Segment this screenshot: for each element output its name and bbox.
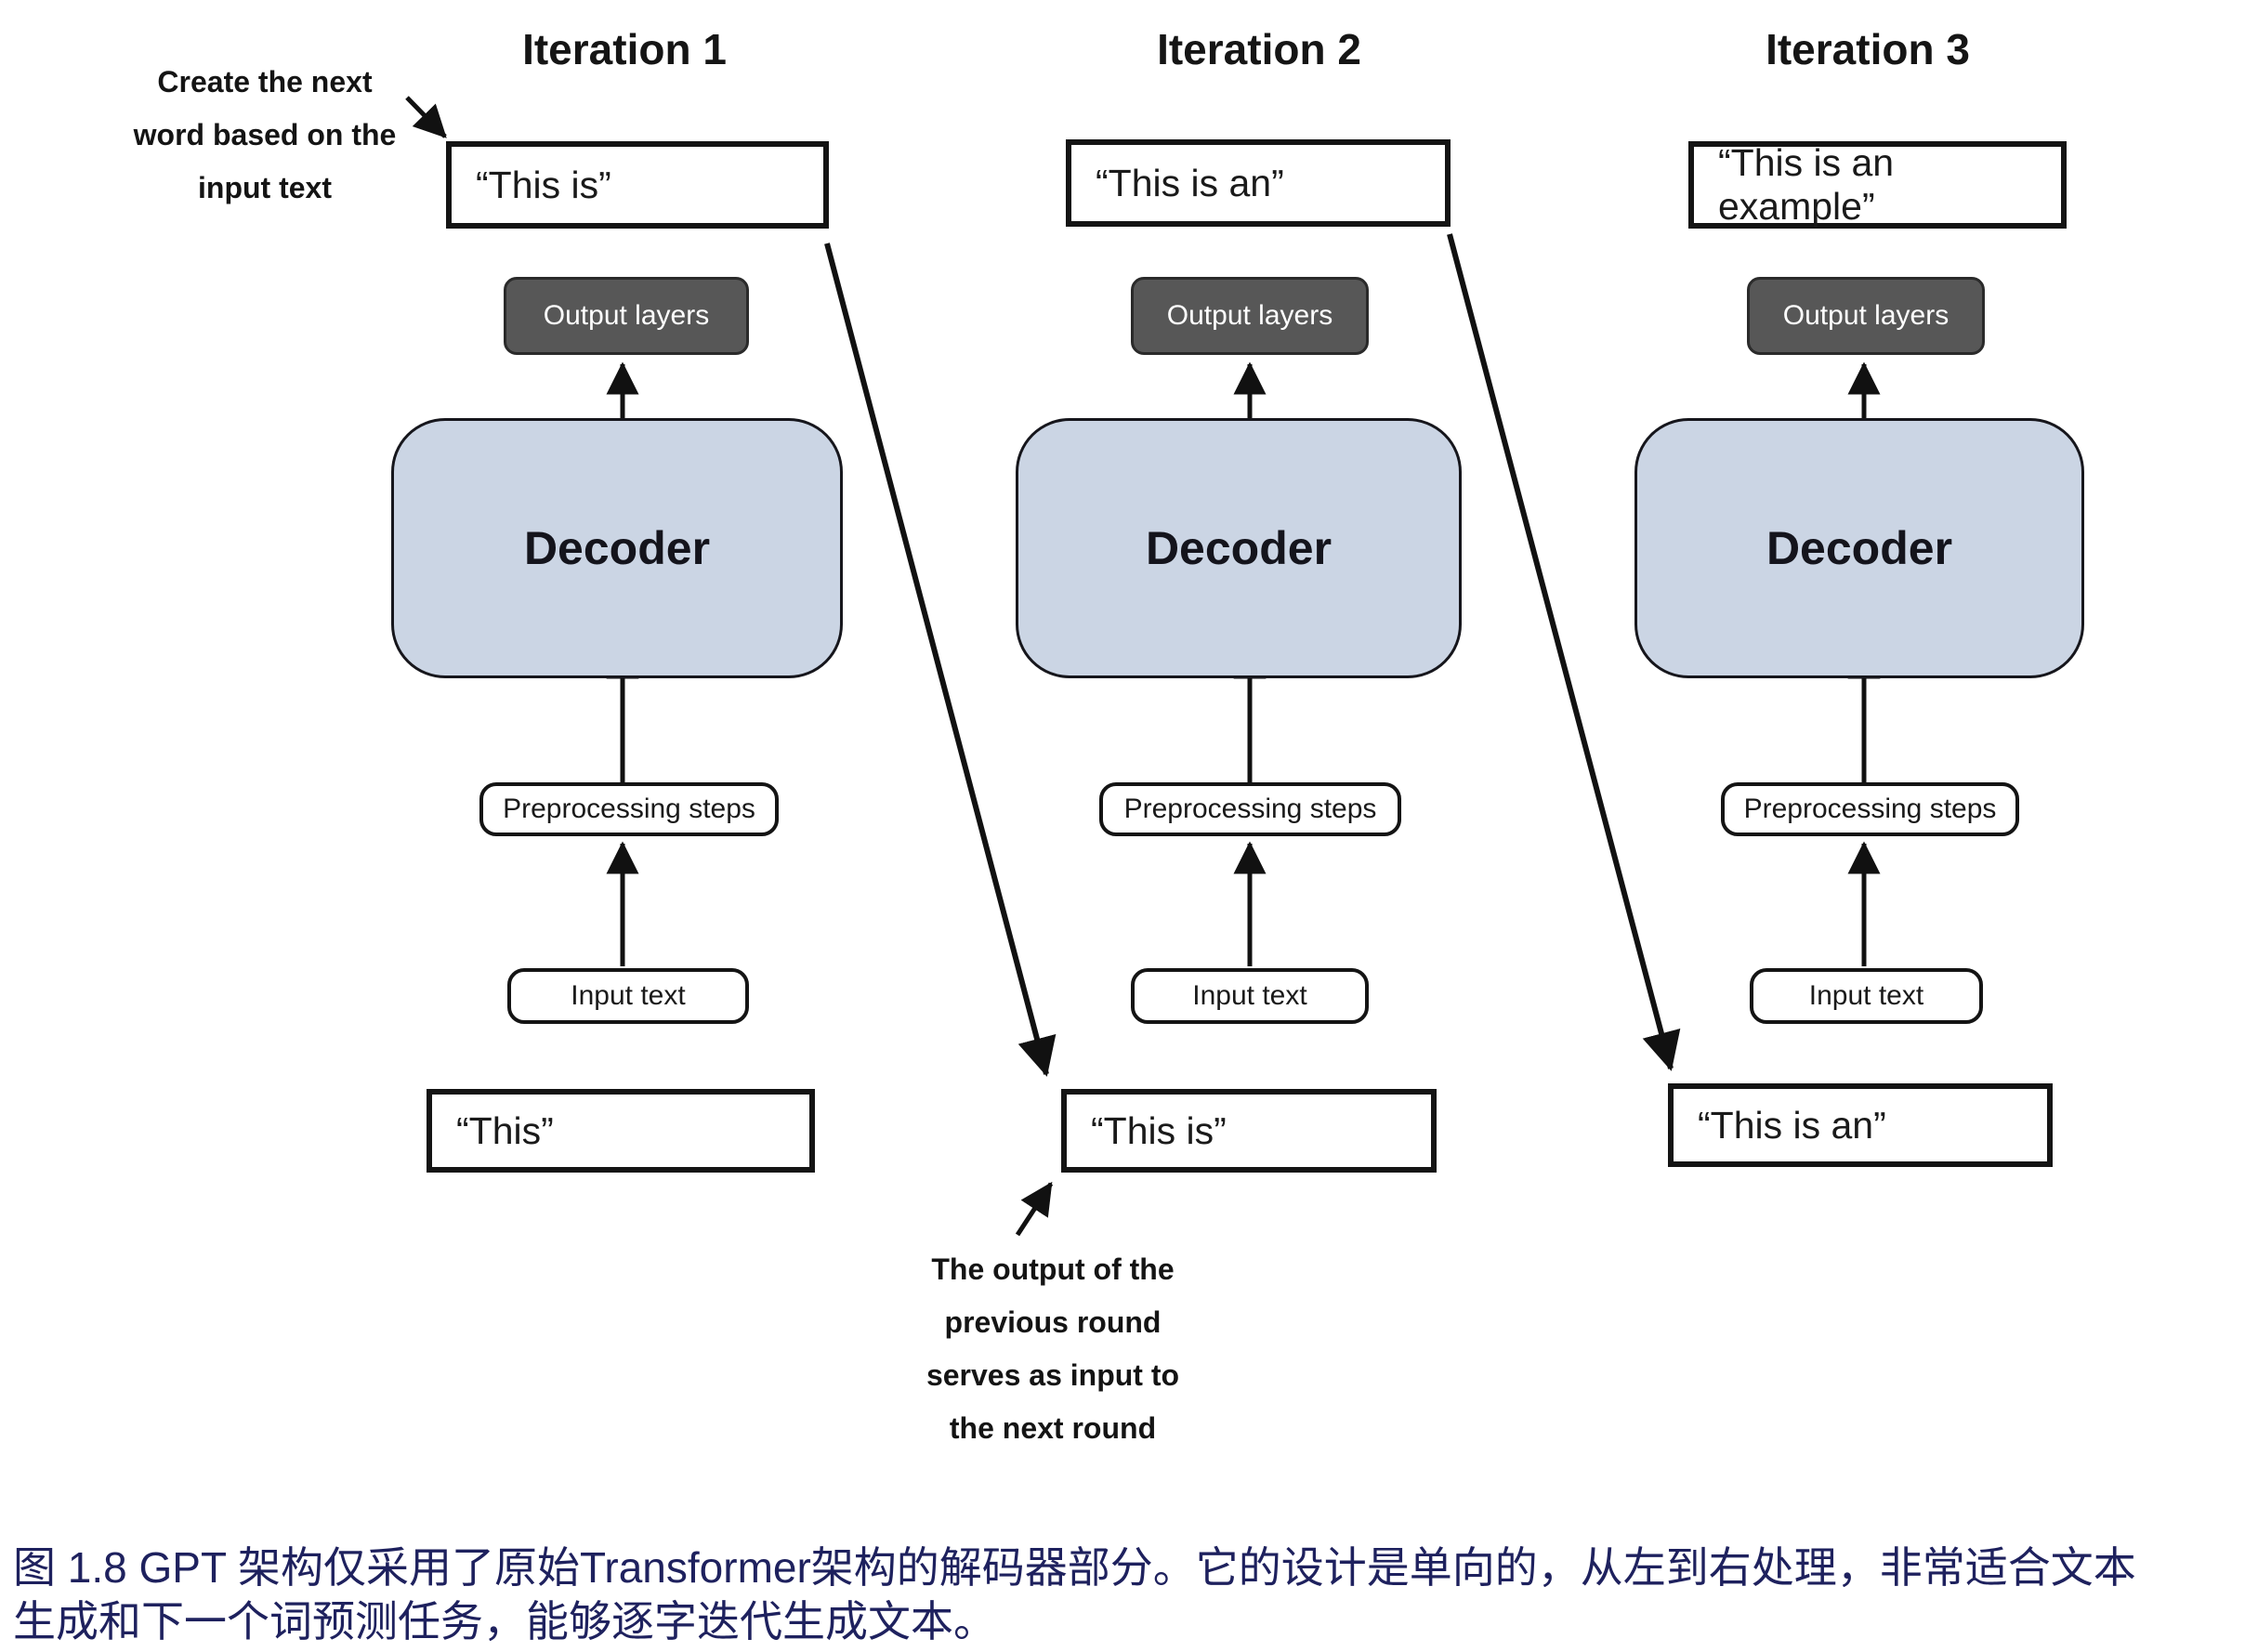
annotation-line: previous round: [944, 1305, 1162, 1339]
decoder-box: Decoder: [1016, 418, 1462, 678]
output-layers-box: Output layers: [1131, 277, 1369, 355]
annotation-line: word based on the: [133, 118, 397, 151]
arrow-output1-to-input2: [824, 243, 1057, 1077]
annotation-create-next: Create the next word based on the input …: [79, 56, 451, 215]
annotation-line: input text: [198, 171, 332, 204]
generated-text: “This is an example”: [1718, 141, 1895, 228]
input-label-box: Input text: [507, 968, 749, 1024]
input-text-box: “This”: [427, 1089, 815, 1173]
generated-text-box: “This is”: [446, 141, 829, 229]
generated-text-box: “This is an”: [1066, 139, 1451, 227]
iteration-title: Iteration 1: [522, 25, 727, 73]
generated-text: “This is an”: [1096, 161, 1284, 204]
annotation-line: Create the next: [157, 65, 373, 98]
figure-caption: 图 1.8 GPT 架构仅采用了原始Transformer架构的解码器部分。它的…: [13, 1541, 2245, 1648]
annotation-line: serves as input to: [926, 1358, 1180, 1392]
annotation-feedback: The output of the previous round serves …: [862, 1243, 1243, 1455]
output-layers-box: Output layers: [504, 277, 749, 355]
arrow-output2-to-input3: [1447, 233, 1681, 1071]
output-layers-box: Output layers: [1747, 277, 1985, 355]
input-text: “This is”: [1091, 1108, 1227, 1152]
preprocessing-box: Preprocessing steps: [1099, 782, 1401, 836]
iteration-title: Iteration 2: [1157, 25, 1361, 73]
input-label-box: Input text: [1131, 968, 1369, 1024]
caption-line-2: 生成和下一个词预测任务，能够逐字迭代生成文本。: [13, 1597, 996, 1645]
input-text-box: “This is an”: [1668, 1083, 2053, 1167]
input-label-box: Input text: [1750, 968, 1983, 1024]
caption-line-1: 图 1.8 GPT 架构仅采用了原始Transformer架构的解码器部分。它的…: [13, 1543, 2136, 1592]
input-text-box: “This is”: [1061, 1089, 1437, 1173]
iteration-title: Iteration 3: [1766, 25, 1970, 73]
input-text: “This”: [456, 1108, 554, 1152]
decoder-box: Decoder: [391, 418, 843, 678]
input-text: “This is an”: [1698, 1103, 1886, 1147]
annotation-line: the next round: [949, 1411, 1157, 1445]
generated-text-box: “This is an example”: [1688, 141, 2067, 229]
decoder-box: Decoder: [1634, 418, 2084, 678]
preprocessing-box: Preprocessing steps: [1721, 782, 2019, 836]
arrow-annotation-feedback: [1015, 1181, 1054, 1237]
generated-text: “This is”: [476, 163, 611, 206]
annotation-line: The output of the: [931, 1252, 1175, 1286]
preprocessing-box: Preprocessing steps: [479, 782, 779, 836]
